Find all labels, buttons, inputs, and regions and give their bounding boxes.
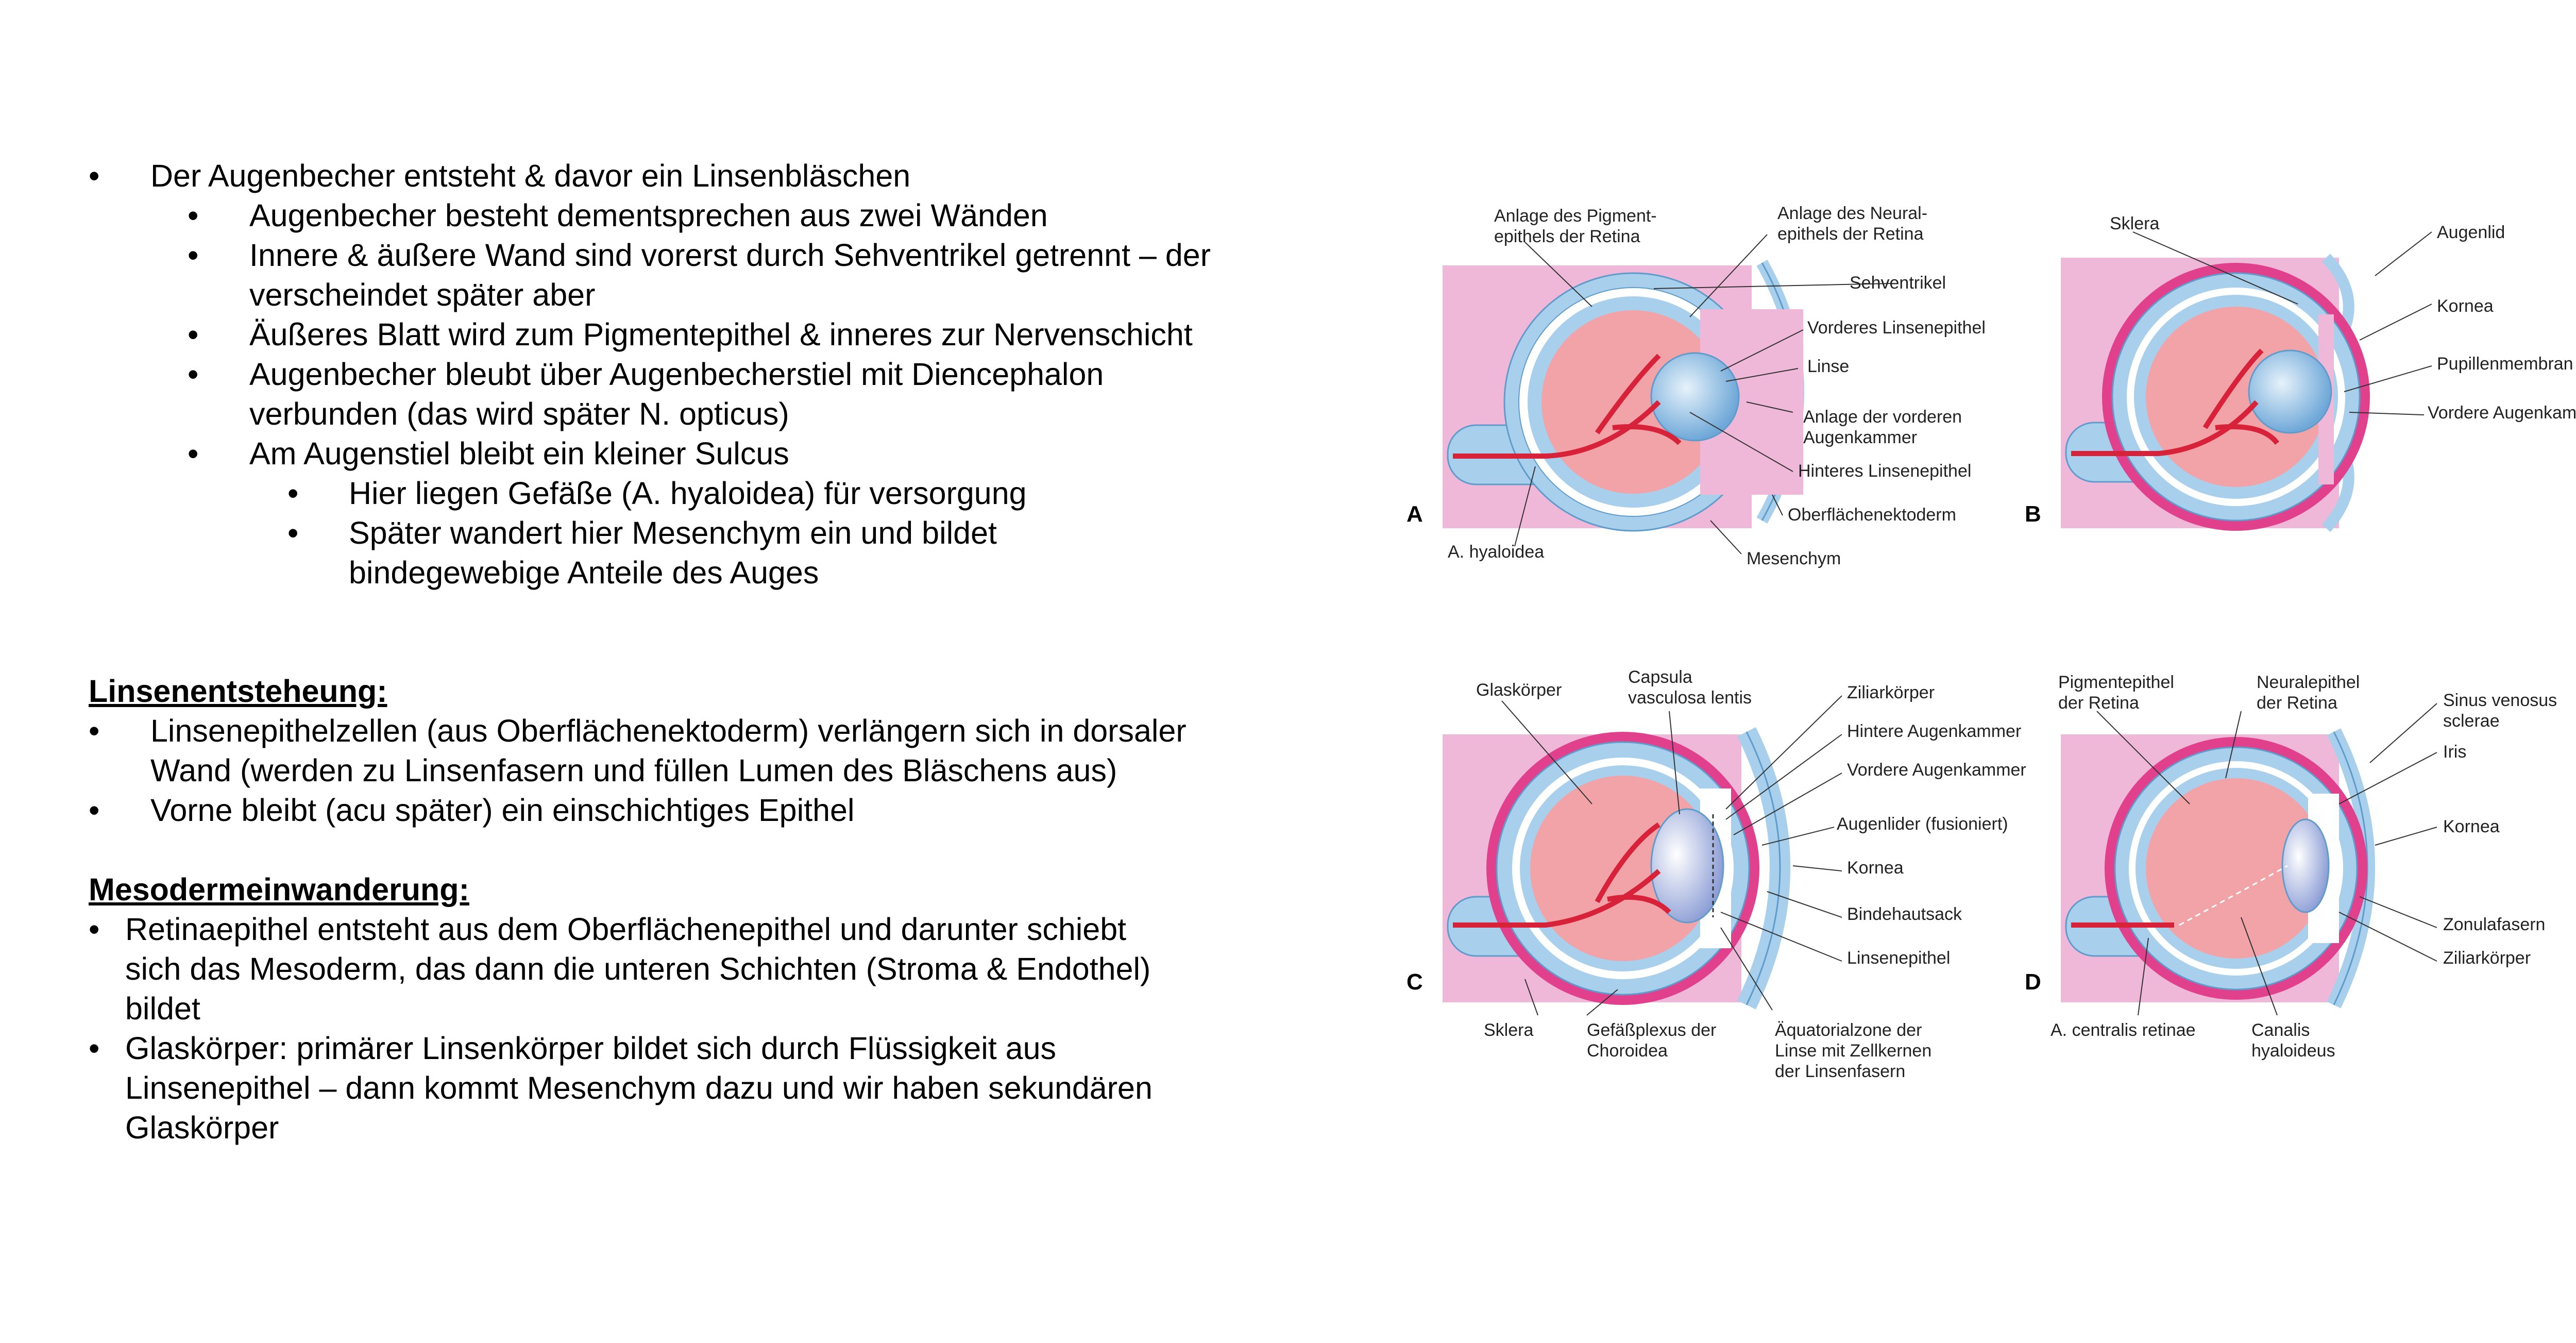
sub-bullet-text: verscheindet später aber bbox=[249, 277, 596, 312]
panel-letter-d: D bbox=[2025, 969, 2041, 995]
sub-bullet-text: Äußeres Blatt wird zum Pigmentepithel & … bbox=[249, 317, 1193, 352]
bullet-marker: • bbox=[188, 357, 199, 392]
label-capsula: Capsula bbox=[1628, 667, 1692, 687]
bullet-marker: • bbox=[287, 476, 299, 511]
panel-letter-c: C bbox=[1406, 969, 1423, 995]
label-vorderes-linsenepithel: Vorderes Linsenepithel bbox=[1807, 318, 1986, 338]
label-aequatorialzone: Äquatorialzone der bbox=[1775, 1020, 1922, 1040]
label-anlage-neural: Anlage des Neural- bbox=[1777, 204, 1927, 223]
bullet-marker: • bbox=[188, 317, 199, 352]
bullet-text: Glaskörper bbox=[125, 1110, 279, 1145]
bullet-text: Wand (werden zu Linsenfasern und füllen … bbox=[150, 753, 1117, 788]
label-neuralepithel: Neuralepithel bbox=[2257, 673, 2360, 692]
label-vasculosa-lentis: vasculosa lentis bbox=[1628, 688, 1752, 708]
notes-text: • Der Augenbecher entsteht & davor ein L… bbox=[89, 158, 1211, 1145]
panel-a: Anlage des Pigment- epithels der Retina … bbox=[1406, 204, 1986, 568]
bullet-text: Vorne bleibt (acu später) ein einschicht… bbox=[150, 793, 855, 828]
bullet-marker: • bbox=[287, 515, 299, 550]
label-a-hyaloidea: A. hyaloidea bbox=[1448, 542, 1544, 562]
bullet-text: Retinaepithel entsteht aus dem Oberfläch… bbox=[125, 912, 1127, 947]
label-iris: Iris bbox=[2443, 742, 2466, 762]
bullet-text: Linsenepithel – dann kommt Mesenchym daz… bbox=[125, 1070, 1153, 1105]
sub-bullet-text: Augenbecher bleubt über Augenbecherstiel… bbox=[249, 357, 1104, 392]
heading-linsenentstehung: Linsenentsteheung: bbox=[89, 674, 387, 709]
eye-development-figure: Anlage des Pigment- epithels der Retina … bbox=[1406, 204, 2576, 1081]
label-sehventrikel: Sehventrikel bbox=[1850, 273, 1946, 293]
label-vordere-augenkammer-b: Vordere Augenkammer bbox=[2428, 403, 2576, 423]
label-sklera: Sklera bbox=[2110, 214, 2159, 233]
label-pigmentepithel: Pigmentepithel bbox=[2058, 673, 2174, 692]
bullet-marker: • bbox=[89, 158, 100, 193]
label-choroidea: Choroidea bbox=[1587, 1041, 1668, 1061]
label-anlage-neural-2: epithels der Retina bbox=[1777, 224, 1924, 244]
panel-c: Glaskörper Capsula vasculosa lentis Zili… bbox=[1406, 667, 2026, 1081]
label-canalis: Canalis bbox=[2251, 1020, 2310, 1040]
label-kornea-b: Kornea bbox=[2437, 296, 2494, 316]
subsub-bullet-text: Später wandert hier Mesenchym ein und bi… bbox=[349, 515, 997, 550]
label-bindehautsack: Bindehautsack bbox=[1847, 904, 1962, 924]
label-zonulafasern: Zonulafasern bbox=[2443, 915, 2545, 934]
label-augenkammer: Augenkammer bbox=[1803, 428, 1917, 447]
lens-c bbox=[1650, 808, 1724, 924]
bullet-marker: • bbox=[89, 1031, 100, 1066]
hyaloid-artery bbox=[1453, 354, 1682, 459]
label-glaskoerper: Glaskörper bbox=[1476, 680, 1562, 700]
sub-bullet-text: Innere & äußere Wand sind vorerst durch … bbox=[249, 238, 1211, 273]
label-oberflaechenektoderm: Oberflächenektoderm bbox=[1788, 505, 1956, 525]
bullet-text: sich das Mesoderm, das dann die unteren … bbox=[125, 951, 1151, 986]
bullet-marker: • bbox=[89, 793, 100, 828]
label-kornea-c: Kornea bbox=[1847, 858, 1904, 878]
label-anlage-pigment-2: epithels der Retina bbox=[1494, 227, 1640, 246]
label-anlage-vordere-augenkammer: Anlage der vorderen bbox=[1803, 407, 1962, 427]
bullet-text: bildet bbox=[125, 991, 200, 1026]
bullet-marker: • bbox=[188, 436, 199, 471]
label-linse-zellkernen: Linse mit Zellkernen bbox=[1775, 1041, 1931, 1061]
label-hintere-augenkammer: Hintere Augenkammer bbox=[1847, 721, 2021, 741]
canalis-hyaloideus bbox=[2179, 865, 2288, 926]
bullet-text: Glaskörper: primärer Linsenkörper bildet… bbox=[125, 1031, 1057, 1066]
label-linsenepithel: Linsenepithel bbox=[1847, 948, 1950, 968]
label-hinteres-linsenepithel: Hinteres Linsenepithel bbox=[1798, 461, 1971, 481]
label-anlage-pigment: Anlage des Pigment- bbox=[1494, 206, 1657, 226]
label-linsenfasern: der Linsenfasern bbox=[1775, 1062, 1905, 1081]
label-neuralepithel-2: der Retina bbox=[2257, 693, 2337, 713]
label-hyaloideus: hyaloideus bbox=[2251, 1041, 2335, 1061]
label-a-centralis-retinae: A. centralis retinae bbox=[2050, 1020, 2196, 1040]
label-ziliarkoerper-c: Ziliarkörper bbox=[1847, 683, 1935, 702]
label-kornea-d: Kornea bbox=[2443, 817, 2500, 836]
label-mesenchym: Mesenchym bbox=[1747, 549, 1841, 568]
heading-mesodermeinwanderung: Mesodermeinwanderung: bbox=[89, 872, 469, 907]
subsub-bullet-text: Hier liegen Gefäße (A. hyaloidea) für ve… bbox=[349, 476, 1027, 511]
sub-bullet-text: Am Augenstiel bleibt ein kleiner Sulcus bbox=[249, 436, 789, 471]
bullet-marker: • bbox=[89, 912, 100, 947]
label-augenlid: Augenlid bbox=[2437, 223, 2505, 242]
panel-b: Sklera Augenlid Kornea Pupillenmembran V… bbox=[2025, 214, 2576, 532]
label-augenlider-fusioniert: Augenlider (fusioniert) bbox=[1837, 814, 2008, 834]
label-sklera-c: Sklera bbox=[1484, 1020, 1533, 1040]
panel-letter-a: A bbox=[1406, 501, 1423, 527]
label-vordere-augenkammer-c: Vordere Augenkammer bbox=[1847, 760, 2026, 780]
label-linse: Linse bbox=[1807, 357, 1849, 376]
label-ziliarkoerper-d: Ziliarkörper bbox=[2443, 948, 2531, 968]
subsub-bullet-text: bindegewebige Anteile des Auges bbox=[349, 555, 819, 590]
lens-b bbox=[2248, 349, 2332, 434]
label-sinus-venosus: Sinus venosus bbox=[2443, 691, 2557, 710]
label-pupillenmembran: Pupillenmembran bbox=[2437, 354, 2573, 374]
sub-bullet-text: verbunden (das wird später N. opticus) bbox=[249, 396, 789, 431]
panel-letter-b: B bbox=[2025, 501, 2041, 527]
bullet-marker: • bbox=[188, 238, 199, 273]
label-pigmentepithel-2: der Retina bbox=[2058, 693, 2139, 713]
panel-d: Pigmentepithel der Retina Neuralepithel … bbox=[2025, 673, 2557, 1061]
label-sclerae: sclerae bbox=[2443, 711, 2500, 731]
lens-d bbox=[2281, 818, 2330, 913]
bullet-text: Linsenepithelzellen (aus Oberflächenekto… bbox=[150, 713, 1187, 748]
bullet-marker: • bbox=[188, 198, 199, 233]
bullet-augenbecher: Der Augenbecher entsteht & davor ein Lin… bbox=[150, 158, 911, 193]
sub-bullet-text: Augenbecher besteht dementsprechen aus z… bbox=[249, 198, 1048, 233]
bullet-marker: • bbox=[89, 713, 100, 748]
lens bbox=[1650, 352, 1740, 442]
label-gefaessplexus: Gefäßplexus der bbox=[1587, 1020, 1716, 1040]
